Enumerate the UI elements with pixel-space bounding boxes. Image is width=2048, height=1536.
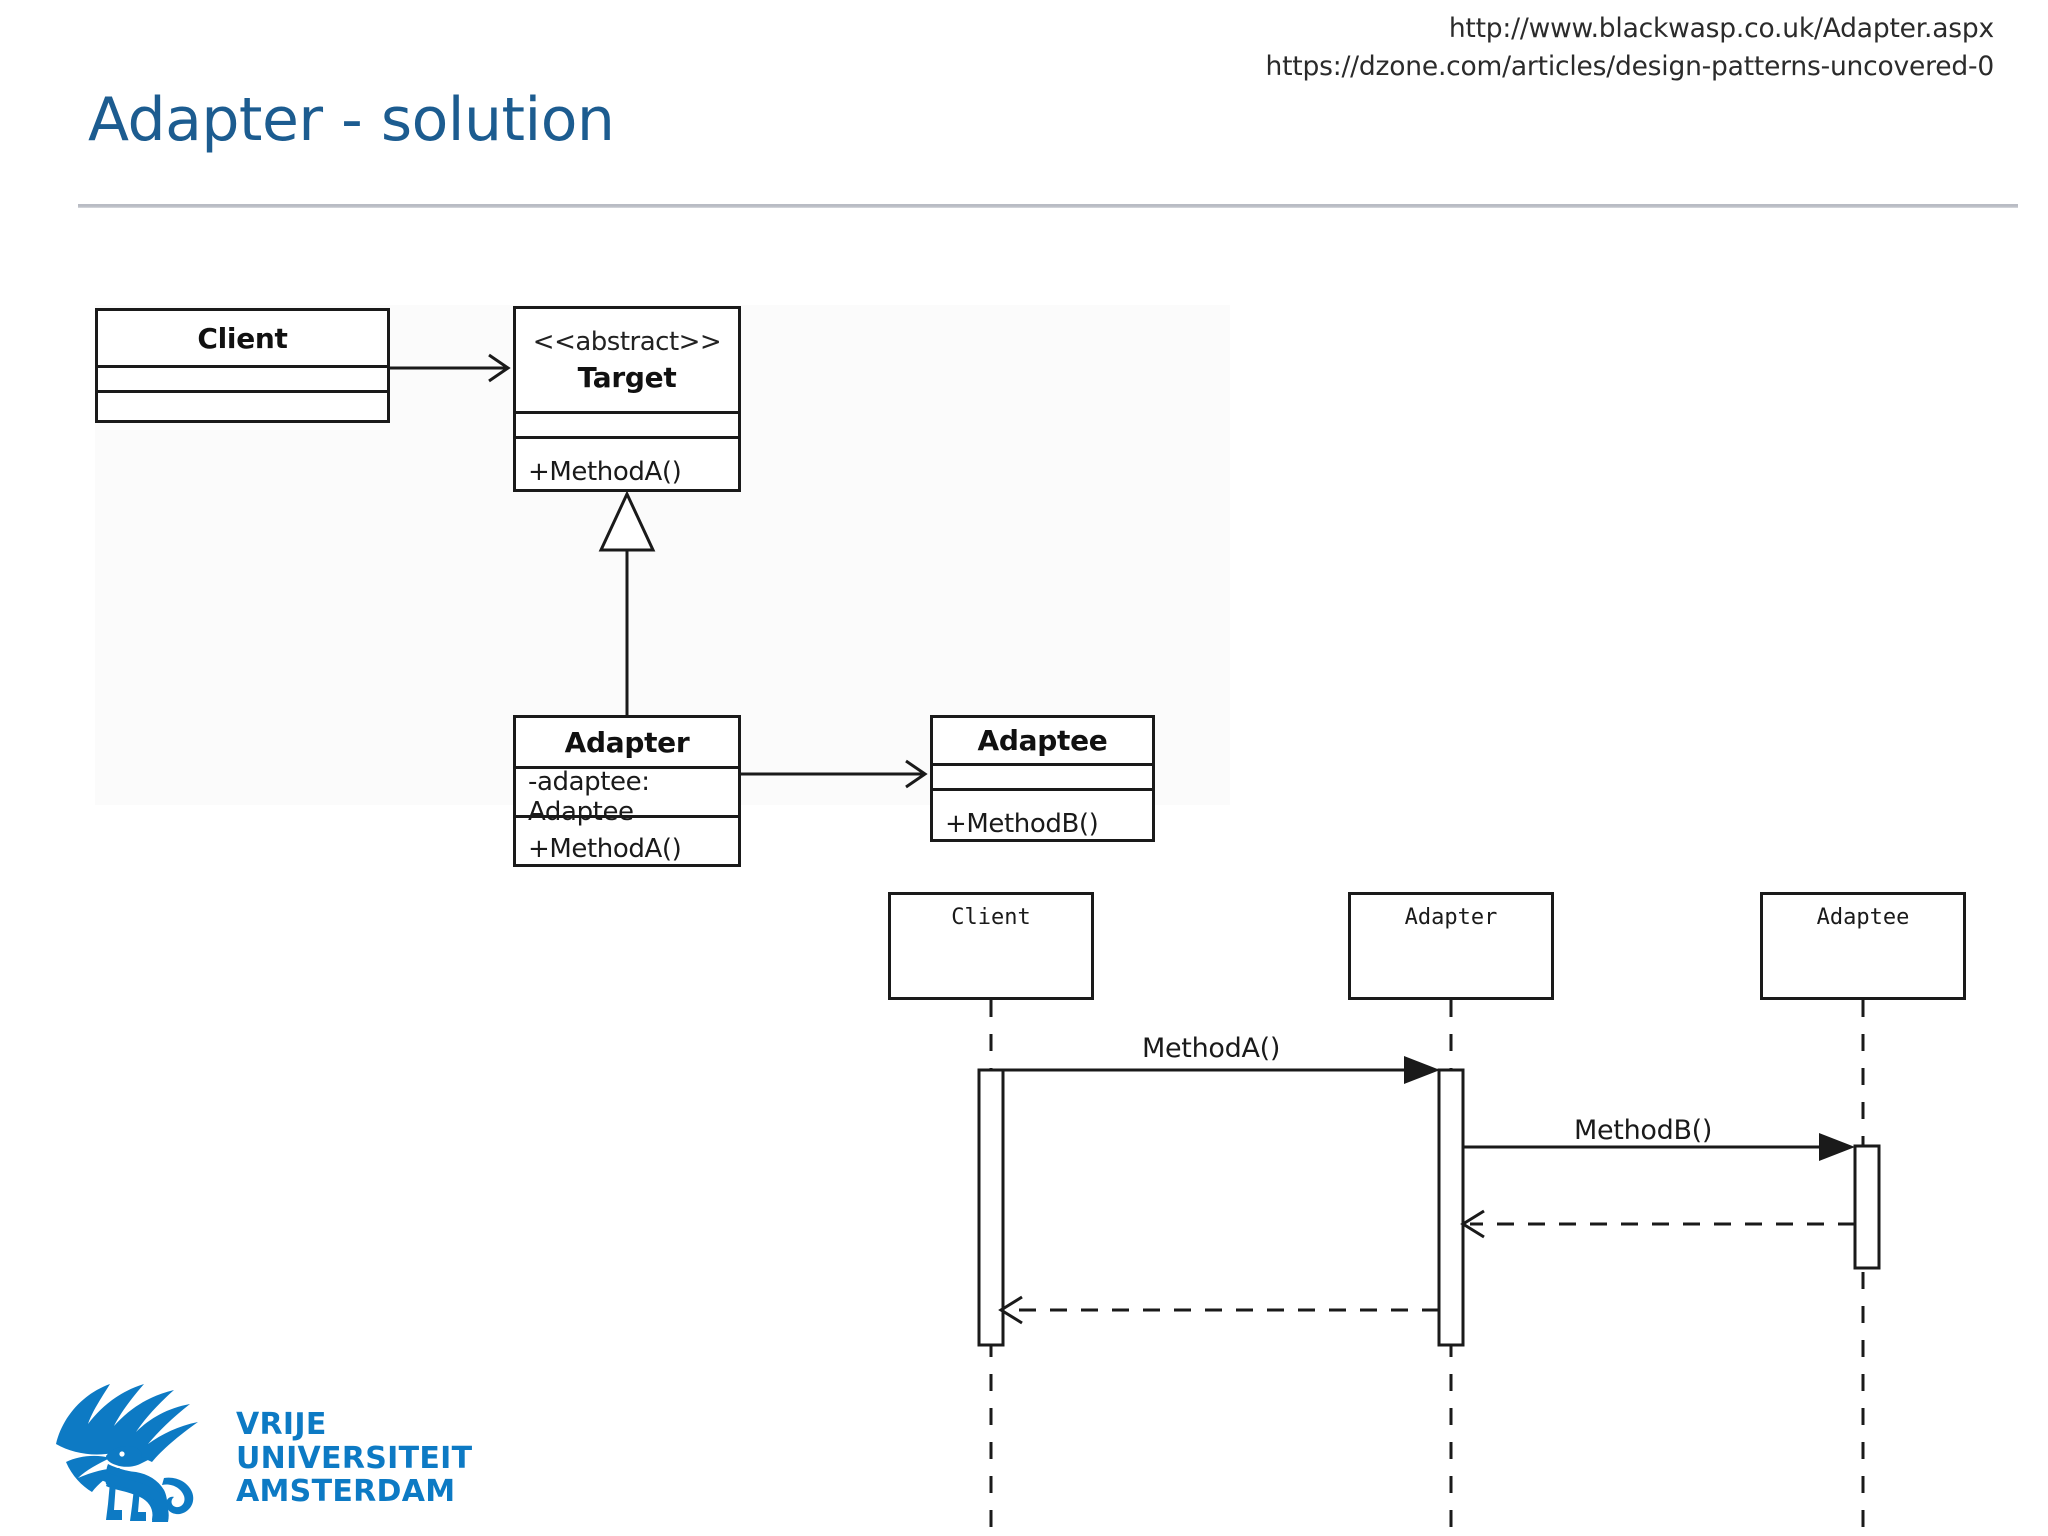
uml-class-adapter-name: Adapter: [564, 725, 690, 759]
uml-class-target-stereotype: <<abstract>>: [532, 326, 722, 357]
uml-member: -adaptee: Adaptee: [528, 767, 650, 827]
source-link-2[interactable]: https://dzone.com/articles/design-patter…: [1265, 50, 1995, 82]
page-title: Adapter - solution: [88, 85, 615, 155]
vu-wordmark-line2: UNIVERSITEIT: [236, 1440, 473, 1476]
vu-wordmark-line1: VRIJE: [236, 1407, 327, 1442]
vu-amsterdam-logo: VRIJE UNIVERSITEIT AMSTERDAM: [48, 1372, 472, 1536]
class-diagram-connectors: [390, 353, 928, 789]
uml-class-client-name: Client: [197, 321, 288, 355]
seq-message-label-methodb: MethodB(): [1574, 1115, 1713, 1146]
uml-class-client-attributes: [98, 368, 387, 393]
uml-class-target-attributes: [516, 414, 738, 439]
uml-class-target-name: Target: [577, 360, 677, 394]
seq-message-label-methoda: MethodA(): [1142, 1033, 1281, 1064]
seq-lifeline-label: Adapter: [1404, 905, 1498, 930]
title-divider: [78, 204, 2018, 208]
uml-class-adaptee-operations: +MethodB(): [933, 791, 1152, 845]
uml-class-adaptee-name: Adaptee: [977, 724, 1108, 757]
seq-lifeline-head-adapter: Adapter: [1348, 892, 1554, 1000]
source-links: http://www.blackwasp.co.uk/Adapter.aspx …: [1265, 10, 1995, 85]
uml-class-adapter-attributes: -adaptee: Adaptee: [516, 767, 738, 827]
uml-class-adapter: Adapter -adaptee: Adaptee +MethodA(): [513, 715, 741, 867]
uml-member: +MethodA(): [528, 456, 682, 487]
uml-class-adaptee: Adaptee +MethodB(): [930, 715, 1155, 842]
uml-class-adaptee-attributes: [933, 766, 1152, 791]
vu-wordmark-line3: AMSTERDAM: [236, 1474, 456, 1510]
seq-lifeline-head-client: Client: [888, 892, 1094, 1000]
uml-class-diagram: Client <<abstract>> Target +MethodA() Ad…: [0, 250, 1240, 867]
uml-class-client: Client: [95, 308, 390, 423]
uml-member: +MethodB(): [945, 809, 1099, 839]
uml-sequence-diagram: Client Adapter Adaptee MethodA() MethodB…: [880, 870, 2048, 1536]
seq-lifeline-head-adaptee: Adaptee: [1760, 892, 1966, 1000]
uml-class-target: <<abstract>> Target +MethodA(): [513, 306, 741, 492]
griffin-icon: [56, 1384, 198, 1522]
sequence-diagram-graphics: [977, 1000, 1881, 1532]
seq-lifeline-label: Adaptee: [1816, 905, 1910, 930]
uml-class-target-operations: +MethodA(): [516, 439, 738, 492]
source-link-1[interactable]: http://www.blackwasp.co.uk/Adapter.aspx: [1448, 13, 1994, 44]
uml-member: +MethodA(): [528, 834, 682, 864]
seq-lifeline-label: Client: [951, 905, 1031, 930]
uml-class-adapter-operations: +MethodA(): [516, 818, 738, 870]
vu-wordmark: VRIJE UNIVERSITEIT AMSTERDAM: [236, 1408, 472, 1509]
